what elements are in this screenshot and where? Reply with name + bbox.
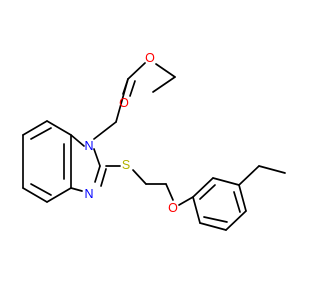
bonds [22,62,286,231]
bond [192,177,214,198]
bond [238,184,247,212]
atom-label-n1: N [84,139,93,153]
bond [212,177,240,186]
bond [115,78,129,123]
bond [203,216,228,223]
structure-diagram: O O N N S O [22,51,286,231]
bond [178,196,194,206]
bond [93,148,101,167]
atom-label-o-ether: O [168,201,178,215]
bond [127,62,146,80]
bond [30,183,52,196]
bond [199,184,216,200]
bond [22,120,48,136]
bond [30,127,52,140]
atom-label-o-carbonyl: O [119,96,129,110]
atom-label-sulfur: S [122,158,130,172]
bond [129,80,136,97]
atom-labels: O O N N S O [84,51,178,215]
bond [94,165,101,183]
bond [199,222,227,231]
atom-label-n3: N [84,187,93,201]
bond [155,63,176,78]
atom-label-o-ester: O [145,51,155,65]
bond [70,187,83,192]
bond [93,121,117,140]
bond [233,191,241,213]
bond [152,76,176,93]
bond [46,187,72,203]
bond [22,187,48,203]
bond [192,196,201,224]
bond [132,169,147,185]
bond [225,210,247,231]
bond [258,165,286,174]
molecule-canvas: O O N N S O [22,51,286,231]
bond [46,120,72,136]
bond [238,165,260,186]
bond [100,168,107,187]
bond [165,183,174,201]
bond [70,134,85,147]
